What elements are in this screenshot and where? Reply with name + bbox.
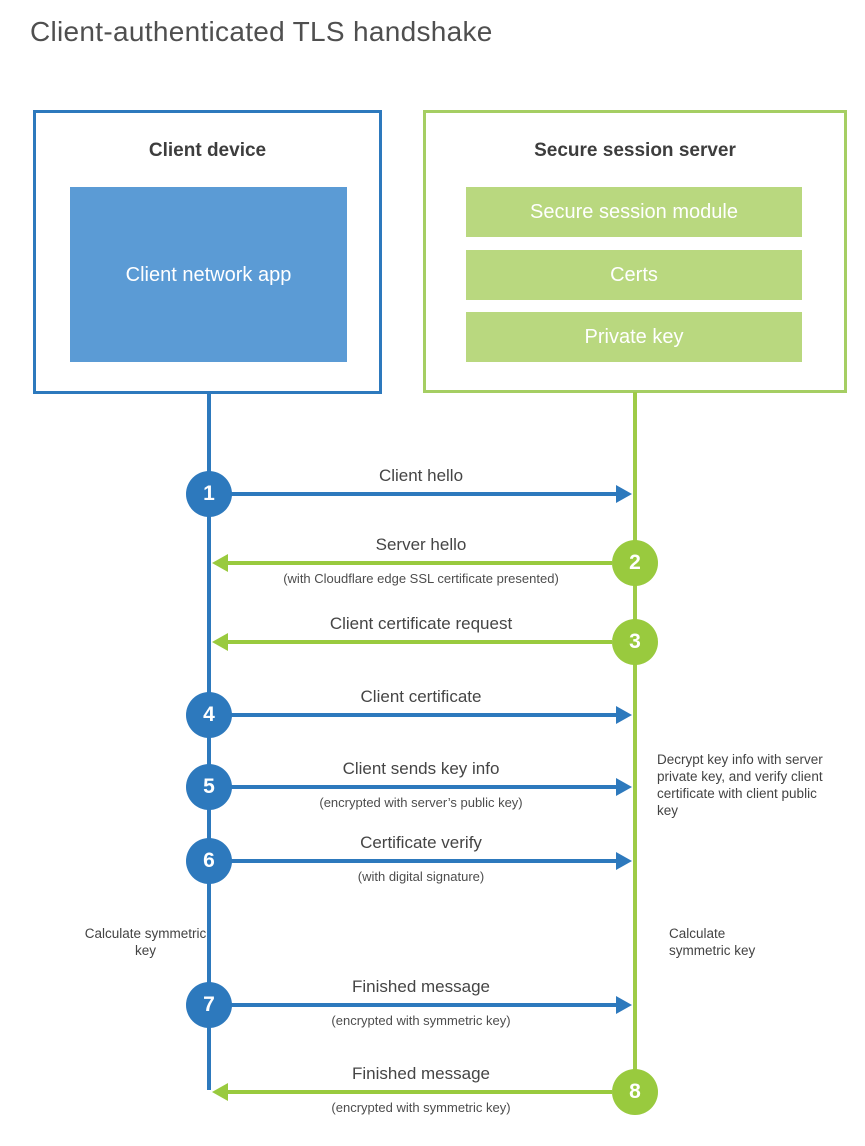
server-decrypt-note: Decrypt key info with server private key… bbox=[657, 752, 823, 818]
secure-session-module-bar: Secure session module bbox=[466, 187, 802, 237]
arrowhead-right-icon bbox=[616, 852, 632, 870]
client-lifeline bbox=[207, 393, 211, 1090]
arrowhead-left-icon bbox=[212, 554, 228, 572]
step-6-circle: 6 bbox=[186, 838, 232, 884]
arrowhead-left-icon bbox=[212, 1083, 228, 1101]
step-2-label: Server hello bbox=[375, 535, 467, 554]
step-6-label: Certificate verify bbox=[360, 833, 482, 852]
step-3-circle: 3 bbox=[612, 619, 658, 665]
page-title: Client-authenticated TLS handshake bbox=[30, 16, 493, 47]
step-1-circle: 1 bbox=[186, 471, 232, 517]
client-calculate-symmetric-key-note: Calculate symmetric key bbox=[84, 926, 207, 958]
client-device-title: Client device bbox=[148, 140, 267, 161]
private-key-bar: Private key bbox=[466, 312, 802, 362]
arrowhead-left-icon bbox=[212, 633, 228, 651]
arrowhead-right-icon bbox=[616, 778, 632, 796]
client-network-app-box: Client network app bbox=[70, 187, 347, 362]
server-lifeline bbox=[633, 392, 637, 1092]
step-2-circle: 2 bbox=[612, 540, 658, 586]
step-2-subtext: (with Cloudflare edge SSL certificate pr… bbox=[283, 571, 559, 586]
step-1-label: Client hello bbox=[378, 466, 464, 485]
arrowhead-right-icon bbox=[616, 996, 632, 1014]
step-1-arrow bbox=[230, 485, 632, 503]
step-3-label: Client certificate request bbox=[329, 614, 513, 633]
step-5-arrow bbox=[230, 778, 632, 796]
step-8-arrow bbox=[212, 1083, 612, 1101]
step-7-label: Finished message bbox=[352, 977, 490, 996]
step-4-circle: 4 bbox=[186, 692, 232, 738]
step-6-subtext: (with digital signature) bbox=[357, 869, 485, 884]
step-6-arrow bbox=[230, 852, 632, 870]
step-4-label: Client certificate bbox=[360, 687, 482, 706]
client-network-app-label: Client network app bbox=[125, 263, 292, 286]
step-4-arrow bbox=[230, 706, 632, 724]
secure-session-server-title: Secure session server bbox=[534, 140, 736, 161]
step-5-subtext: (encrypted with server’s public key) bbox=[319, 795, 523, 810]
step-8-circle: 8 bbox=[612, 1069, 658, 1115]
arrowhead-right-icon bbox=[616, 706, 632, 724]
step-5-circle: 5 bbox=[186, 764, 232, 810]
arrowhead-right-icon bbox=[616, 485, 632, 503]
step-3-arrow bbox=[212, 633, 612, 651]
step-7-circle: 7 bbox=[186, 982, 232, 1028]
client-device-box: Client device Client network app bbox=[33, 110, 382, 394]
step-5-label: Client sends key info bbox=[342, 759, 500, 778]
step-8-label: Finished message bbox=[352, 1064, 490, 1083]
step-7-subtext: (encrypted with symmetric key) bbox=[331, 1013, 511, 1028]
secure-session-server-box: Secure session server Secure session mod… bbox=[423, 110, 847, 393]
server-calculate-symmetric-key-note: Calculate symmetric key bbox=[669, 926, 756, 958]
step-7-arrow bbox=[230, 996, 632, 1014]
step-8-subtext: (encrypted with symmetric key) bbox=[331, 1100, 511, 1115]
step-2-arrow bbox=[212, 554, 612, 572]
certs-bar: Certs bbox=[466, 250, 802, 300]
